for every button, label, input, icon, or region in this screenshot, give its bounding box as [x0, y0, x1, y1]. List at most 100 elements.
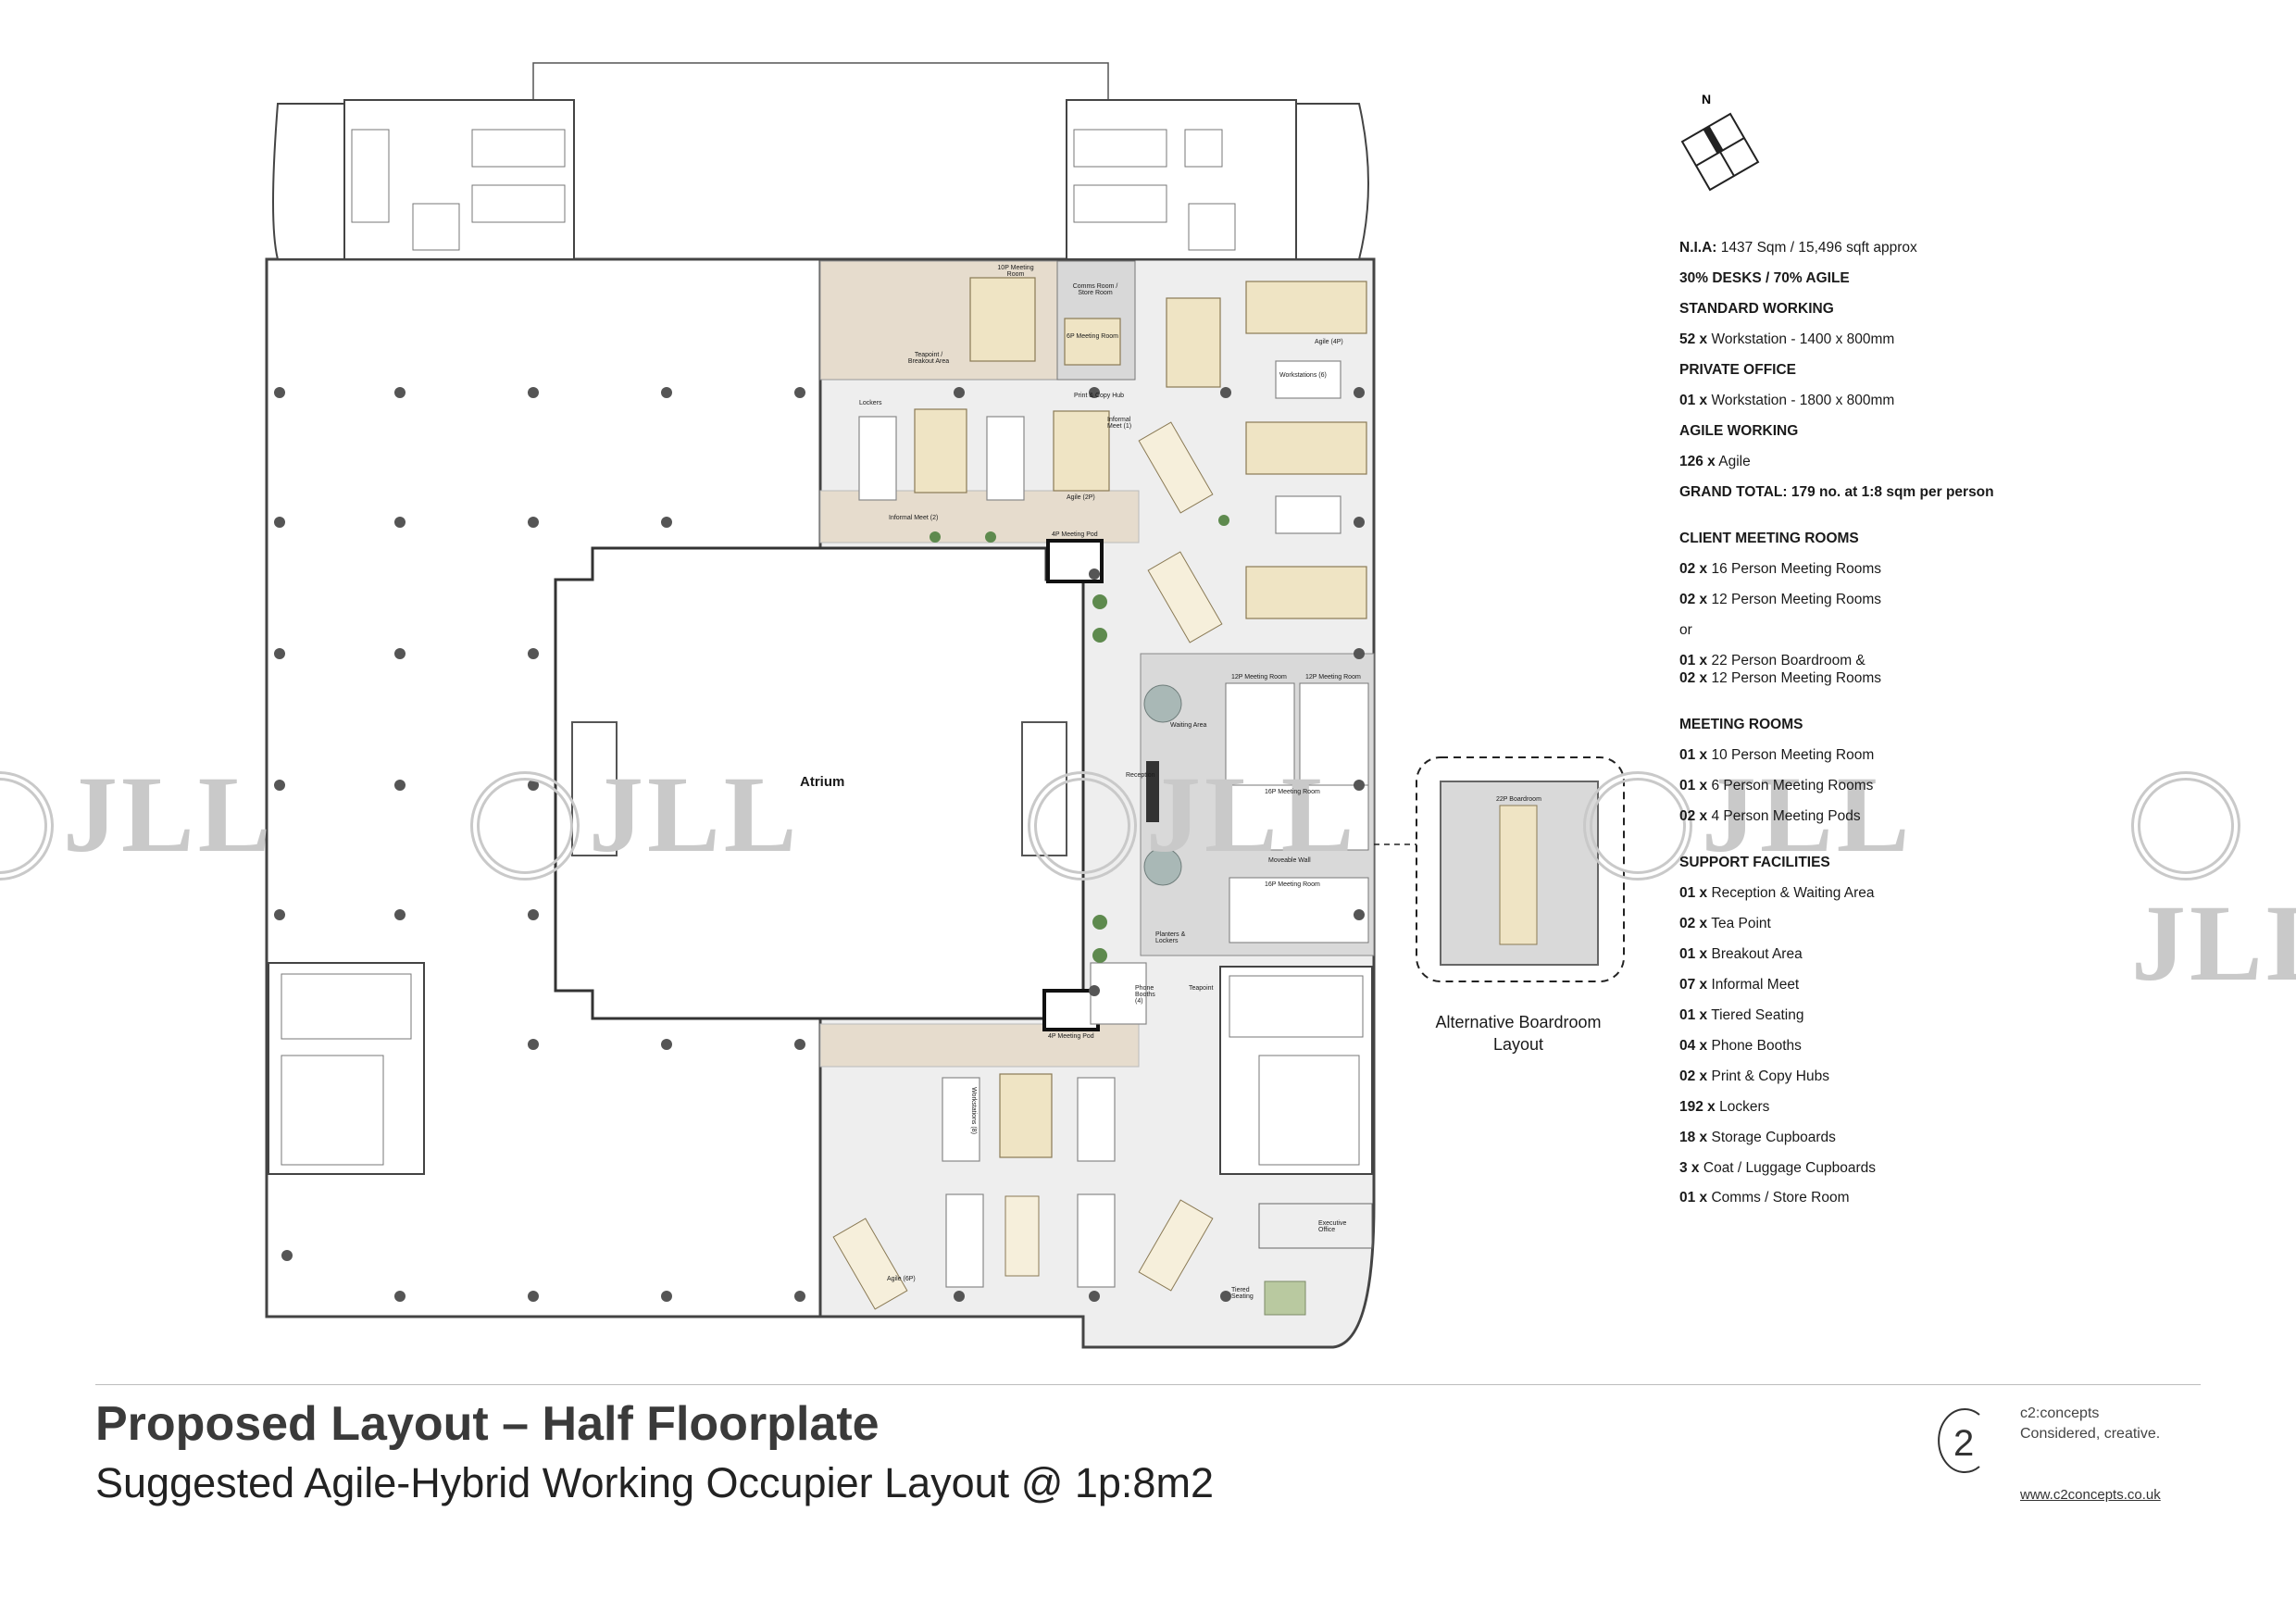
legend-item: 01 x 6 Person Meeting Rooms — [1679, 777, 2068, 794]
legend-item: 02 x 4 Person Meeting Pods — [1679, 807, 2068, 825]
legend-desc: Tiered Seating — [1711, 1006, 1804, 1023]
legend-heading: 30% DESKS / 70% AGILE — [1679, 269, 1850, 286]
legend-qty: 02 x — [1679, 1068, 1708, 1084]
legend-item: 3 x Coat / Luggage Cupboards — [1679, 1159, 2068, 1177]
alt-caption-line2: Layout — [1492, 1035, 1544, 1055]
label-movable-wall: Moveable Wall — [1268, 857, 1311, 864]
legend-heading: AGILE WORKING — [1679, 422, 1799, 439]
legend-item: 18 x Storage Cupboards — [1679, 1129, 2068, 1146]
legend-desc: 6 Person Meeting Rooms — [1711, 777, 1874, 793]
legend-desc: Storage Cupboards — [1711, 1129, 1836, 1145]
core-top-right — [1066, 99, 1369, 260]
legend-item: 01 x 22 Person Boardroom & — [1679, 652, 2068, 669]
legend-item: 01 x Reception & Waiting Area — [1679, 884, 2068, 902]
legend-qty: 02 x — [1679, 915, 1708, 931]
legend-spacer — [1679, 501, 2068, 517]
label-agile-4p: Agile (4P) — [1315, 339, 1343, 345]
legend-desc: Lockers — [1719, 1098, 1770, 1115]
legend-qty: 01 x — [1679, 777, 1708, 793]
label-6p-meeting: 6P Meeting Room — [1067, 333, 1118, 340]
label-12p-b: 12P Meeting Room — [1305, 674, 1361, 681]
legend-desc: Comms / Store Room — [1711, 1190, 1850, 1206]
legend-item: 01 x Tiered Seating — [1679, 1006, 2068, 1024]
legend-qty: 126 x — [1679, 453, 1716, 469]
north-label: N — [1702, 92, 1711, 106]
label-pod-4p-bottom: 4P Meeting Pod — [1048, 1033, 1094, 1040]
legend-qty: 01 x — [1679, 945, 1708, 962]
label-pod-4p-top: 4P Meeting Pod — [1052, 531, 1098, 538]
legend-heading: CLIENT MEETING ROOMS — [1679, 530, 1859, 546]
label-12p-a: 12P Meeting Room — [1231, 674, 1287, 681]
alt-caption-line1: Alternative Boardroom — [1435, 1013, 1602, 1031]
footer-rule — [95, 1384, 2201, 1385]
legend-desc: 12 Person Meeting Rooms — [1711, 669, 1881, 686]
meeting-16p-a — [1229, 784, 1369, 851]
legend-desc: 16 Person Meeting Rooms — [1711, 560, 1881, 577]
meeting-12p-b — [1299, 682, 1369, 788]
legend-qty: 01 x — [1679, 746, 1708, 763]
legend-item: 01 x Comms / Store Room — [1679, 1189, 2068, 1206]
legend-item: 04 x Phone Booths — [1679, 1037, 2068, 1055]
legend-item: 02 x 16 Person Meeting Rooms — [1679, 560, 2068, 578]
legend-item: 01 x Workstation - 1800 x 800mm — [1679, 392, 2068, 409]
label-print-hub: Print & Copy Hub — [1074, 393, 1125, 399]
legend-qty: 01 x — [1679, 1006, 1708, 1023]
legend-desc: Workstation - 1400 x 800mm — [1711, 331, 1895, 347]
legend-qty: 02 x — [1679, 591, 1708, 607]
legend-item: 07 x Informal Meet — [1679, 976, 2068, 993]
legend-desc: Agile — [1718, 453, 1751, 469]
label-workstations-6: Workstations (6) — [1279, 372, 1327, 379]
legend-qty: 07 x — [1679, 976, 1708, 993]
legend-heading: PRIVATE OFFICE — [1679, 361, 1797, 378]
legend-desc: Tea Point — [1711, 915, 1771, 931]
legend-heading: GRAND TOTAL: 179 no. at 1:8 sqm per pers… — [1679, 483, 1994, 500]
legend-qty: 01 x — [1679, 652, 1708, 668]
legend-item: 01 x 10 Person Meeting Room — [1679, 746, 2068, 764]
legend-qty: 04 x — [1679, 1037, 1708, 1054]
label-lockers: Lockers — [859, 400, 882, 406]
label-teapoint: Teapoint / Breakout Area — [907, 352, 950, 365]
legend-qty: 02 x — [1679, 669, 1708, 686]
core-bottom-left — [268, 962, 425, 1175]
legend-desc: Print & Copy Hubs — [1711, 1068, 1829, 1084]
label-reception: Reception — [1126, 772, 1155, 779]
legend-heading: SUPPORT FACILITIES — [1679, 854, 1830, 870]
legend-desc: Workstation - 1800 x 800mm — [1711, 392, 1895, 408]
label-waiting: Waiting Area — [1170, 722, 1207, 729]
legend-desc: Coat / Luggage Cupboards — [1703, 1159, 1877, 1176]
legend-item: 02 x Tea Point — [1679, 915, 2068, 932]
label-comms: Comms Room / Store Room — [1072, 283, 1118, 296]
legend-qty: 02 x — [1679, 560, 1708, 577]
c2-logo-icon: 2 — [1938, 1408, 1980, 1473]
jll-watermark-left: JLL — [0, 752, 274, 881]
meeting-16p-b — [1229, 877, 1369, 943]
legend-heading: STANDARD WORKING — [1679, 300, 1834, 317]
label-workstations-8: Workstations (8) — [969, 1087, 977, 1134]
legend-desc: 1437 Sqm / 15,496 sqft approx — [1720, 240, 1917, 256]
legend-qty: 52 x — [1679, 331, 1708, 347]
legend-qty: 01 x — [1679, 884, 1708, 901]
legend-qty: 01 x — [1679, 1190, 1708, 1206]
legend-heading: MEETING ROOMS — [1679, 716, 1803, 732]
legend-desc: 4 Person Meeting Pods — [1711, 807, 1861, 824]
legend-item: 01 x Breakout Area — [1679, 945, 2068, 963]
legend-qty: 02 x — [1679, 807, 1708, 824]
brand-tagline: Considered, creative. — [2020, 1426, 2161, 1442]
legend-item: 126 x Agile — [1679, 453, 2068, 470]
legend-item: 52 x Workstation - 1400 x 800mm — [1679, 331, 2068, 348]
jll-watermark-center-left: JLL — [470, 752, 800, 881]
label-boardroom-22p: 22P Boardroom — [1496, 796, 1541, 803]
page-subtitle: Suggested Agile-Hybrid Working Occupier … — [95, 1459, 1214, 1506]
pod-4p-bottom — [1042, 989, 1100, 1031]
label-informal-1: Informal Meet (1) — [1107, 417, 1132, 430]
page-title: Proposed Layout – Half Floorplate — [95, 1397, 880, 1451]
jll-watermark-center: JLL — [1028, 752, 1357, 881]
label-phone-booths: Phone Booths (4) — [1135, 985, 1155, 1005]
pod-4p-top — [1046, 539, 1104, 583]
brand-url-link[interactable]: www.c2concepts.co.uk — [2020, 1487, 2161, 1503]
legend-qty: 18 x — [1679, 1129, 1708, 1145]
legend-qty: 3 x — [1679, 1159, 1700, 1176]
label-agile-6p: Agile (6P) — [887, 1276, 916, 1282]
core-top-left — [272, 99, 575, 260]
